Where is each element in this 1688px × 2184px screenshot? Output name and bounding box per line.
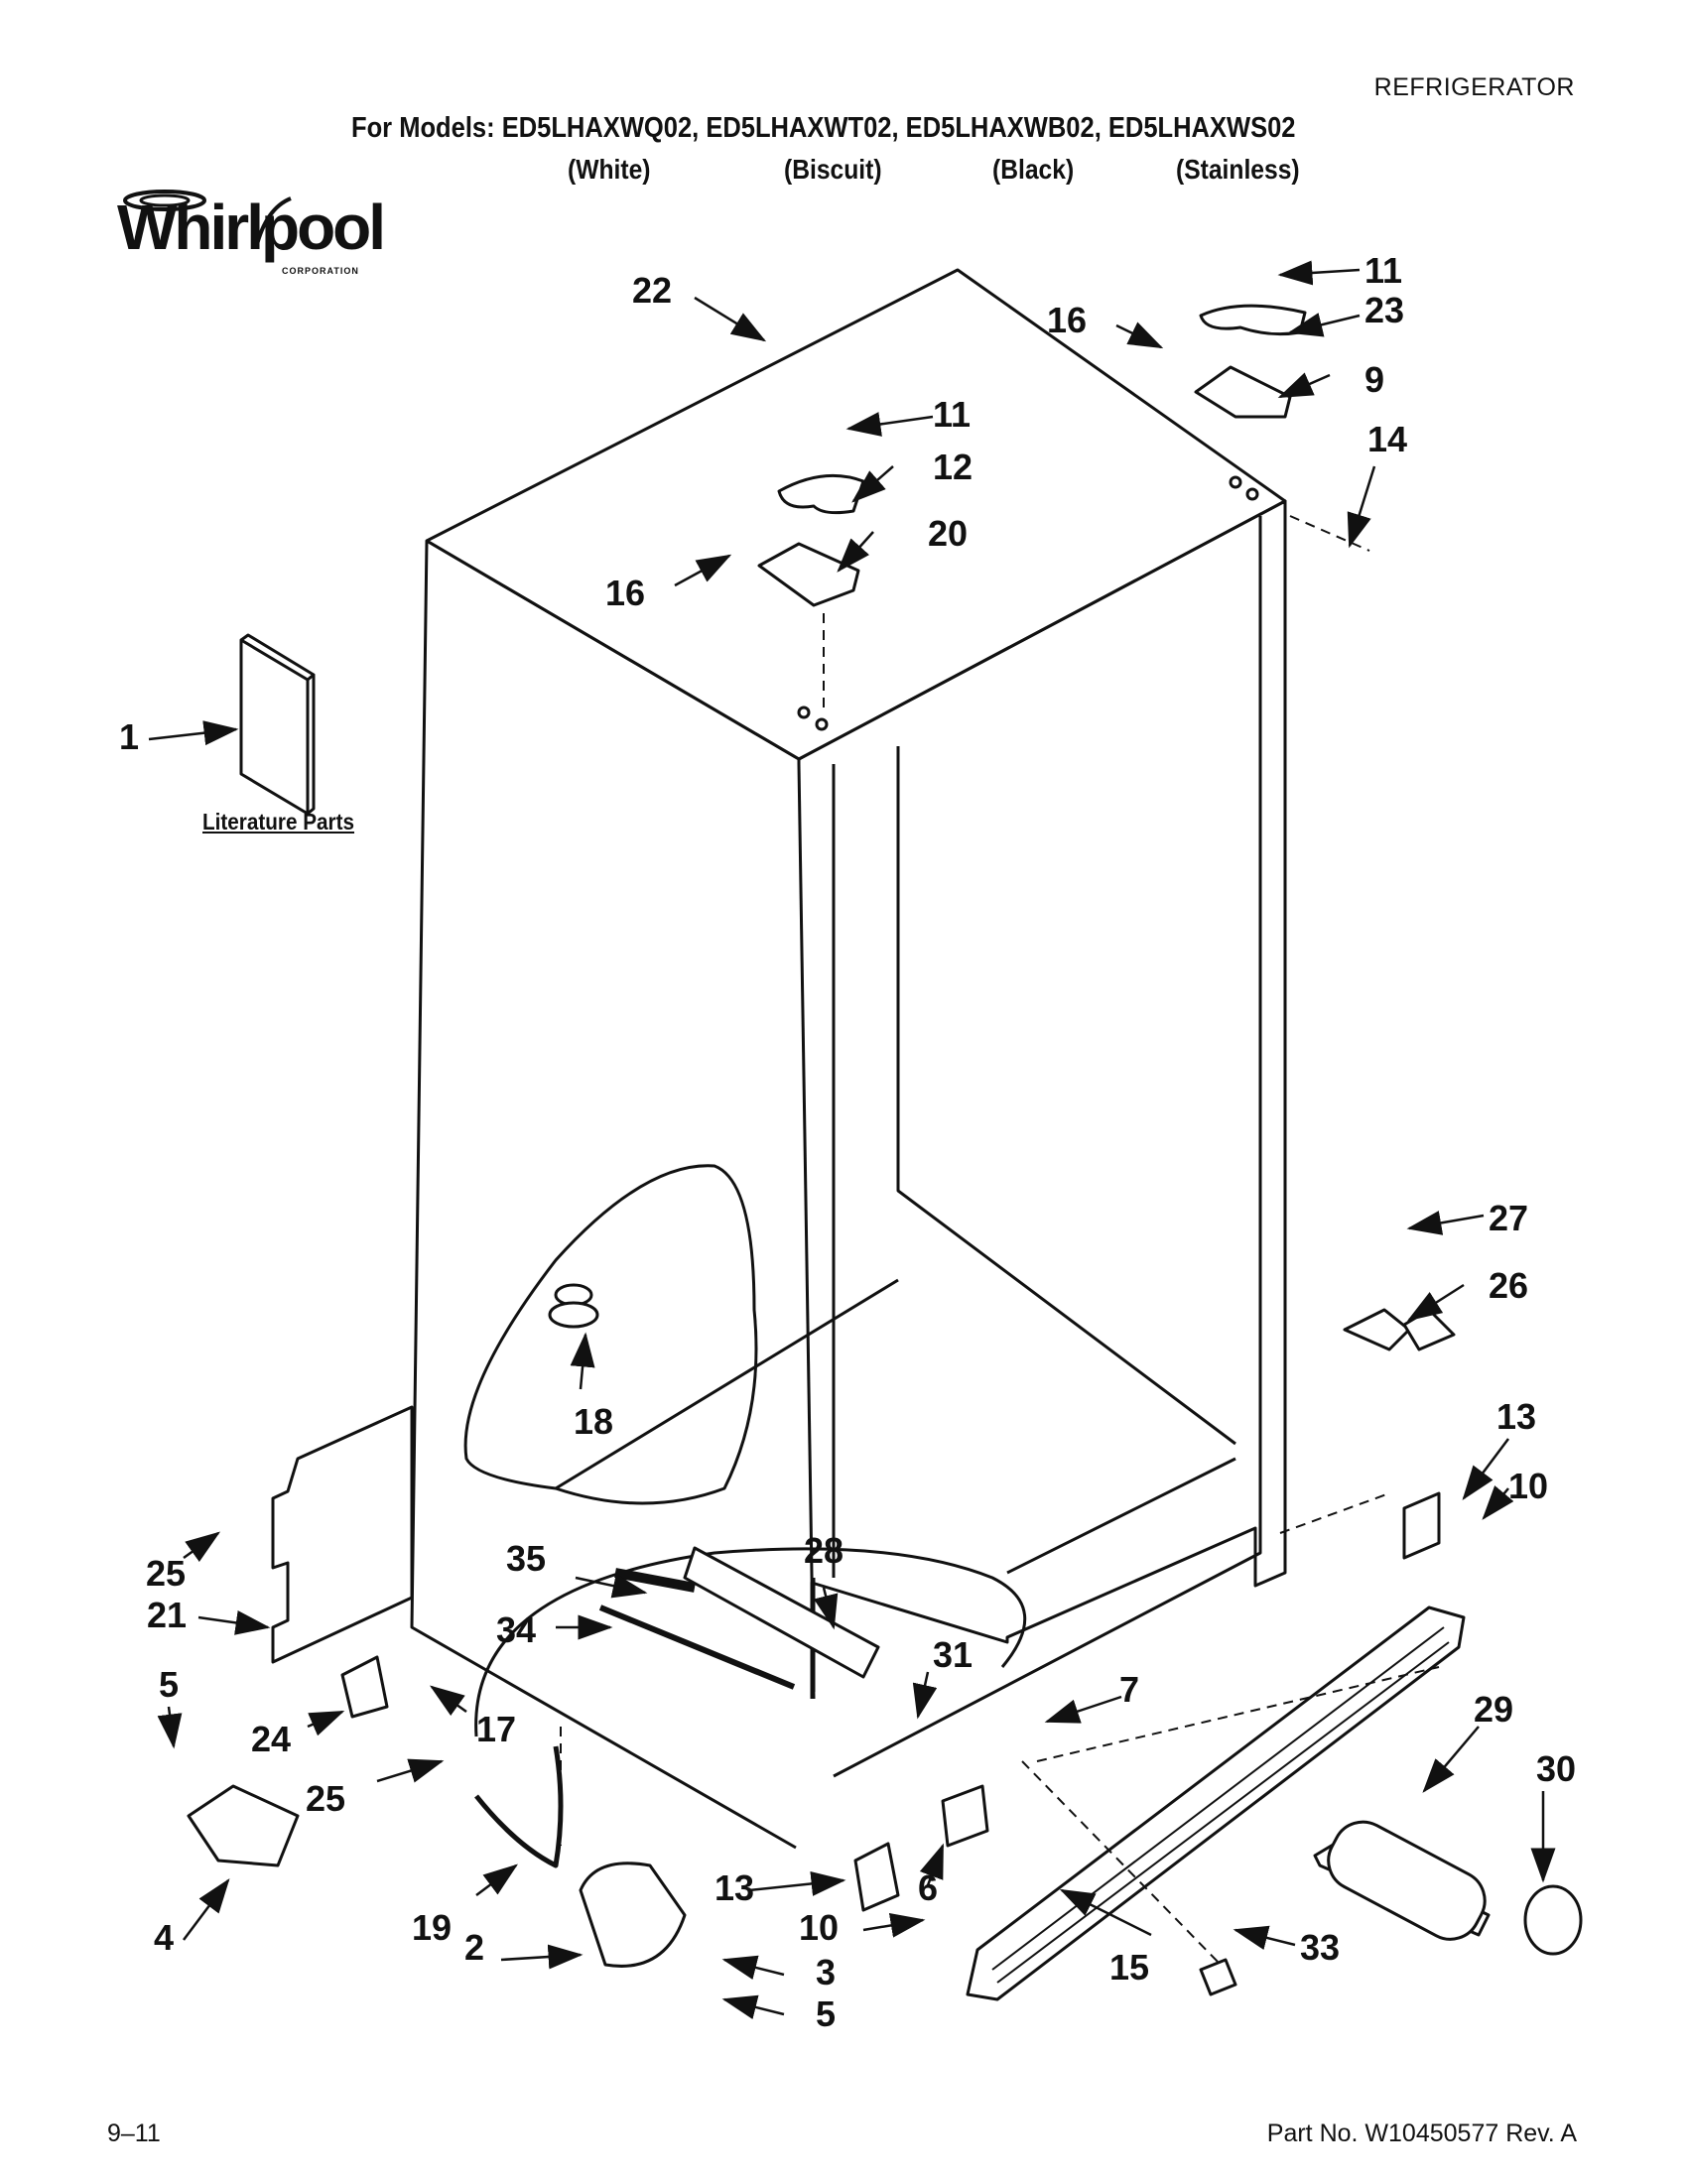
cabinet-left-side: [410, 539, 801, 1850]
callout-25-top: 25: [146, 1553, 186, 1594]
variant-white: (White): [568, 154, 651, 185]
filter-cap: [1523, 1884, 1583, 1956]
clip-33: [1199, 1958, 1237, 1996]
lower-bracket: [853, 1842, 900, 1912]
callout-27: 27: [1489, 1198, 1528, 1238]
callout-23: 23: [1364, 290, 1404, 330]
callout-11-left: 11: [933, 394, 971, 435]
callout-12: 12: [933, 447, 973, 487]
callout-14: 14: [1367, 419, 1407, 459]
logo-wordmark: Whirlpool: [117, 192, 386, 263]
callout-19: 19: [412, 1907, 452, 1948]
callout-28: 28: [804, 1530, 844, 1571]
cabinet-top: [425, 268, 1287, 761]
callout-20: 20: [928, 513, 968, 554]
models-line: For Models: ED5LHAXWQ02, ED5LHAXWT02, ED…: [351, 112, 1296, 144]
callout-31: 31: [933, 1634, 973, 1675]
bracket-6: [941, 1784, 989, 1848]
variant-stainless: (Stainless): [1176, 154, 1300, 185]
tube-35: [614, 1568, 696, 1593]
callout-1: 1: [119, 716, 139, 757]
callout-13-right: 13: [1496, 1396, 1536, 1437]
top-hinge-right: [1194, 365, 1292, 419]
callout-9: 9: [1364, 359, 1384, 400]
callout-5-left: 5: [159, 1664, 179, 1705]
callout-10-right: 10: [1508, 1466, 1548, 1506]
callout-24: 24: [251, 1719, 291, 1759]
callout-22: 22: [632, 270, 672, 311]
callout-6: 6: [918, 1867, 938, 1908]
callout-26: 26: [1489, 1265, 1528, 1306]
whirlpool-logo: Whirlpool CORPORATION: [107, 179, 386, 288]
top-hinge-cover-left: [777, 473, 865, 515]
water-filter-housing: [683, 1546, 880, 1679]
variant-black: (Black): [992, 154, 1075, 185]
cabinet-cutaway: [463, 1164, 758, 1505]
cabinet-front-frame: [798, 499, 1287, 1699]
callout-18: 18: [574, 1401, 613, 1442]
callout-33: 33: [1300, 1927, 1340, 1968]
literature-booklet: [239, 633, 316, 816]
callout-17: 17: [476, 1709, 516, 1749]
logo-corporation: CORPORATION: [282, 266, 359, 276]
callout-29: 29: [1474, 1689, 1513, 1730]
callout-15: 15: [1109, 1947, 1149, 1988]
callout-7: 7: [1119, 1669, 1139, 1710]
callout-13-bottom: 13: [714, 1867, 754, 1908]
drain-tube: [474, 1745, 564, 1868]
access-cover: [271, 1405, 414, 1664]
top-hinge-left: [757, 542, 860, 607]
date-code: 9–11: [107, 2120, 161, 2147]
leveling-assembly-left: [187, 1784, 300, 1867]
clip-24: [340, 1655, 389, 1719]
callout-5-bottom: 5: [816, 1993, 836, 2034]
callout-30: 30: [1536, 1748, 1576, 1789]
tube-34: [598, 1605, 796, 1690]
callout-2: 2: [464, 1927, 484, 1968]
literature-parts-label: Literature Parts: [202, 809, 355, 835]
lower-hinge-bracket: [1402, 1491, 1441, 1560]
callout-10-bottom: 10: [799, 1907, 839, 1948]
callout-21: 21: [147, 1595, 187, 1635]
callout-35: 35: [506, 1538, 546, 1579]
category-label: REFRIGERATOR: [1373, 73, 1575, 101]
callout-4: 4: [154, 1917, 174, 1958]
callout-16-left: 16: [605, 573, 645, 613]
callout-3: 3: [816, 1952, 836, 1992]
door-stop: [1343, 1308, 1411, 1351]
callout-11-right: 11: [1364, 250, 1402, 291]
part-number: Part No. W10450577 Rev. A: [1266, 2120, 1577, 2147]
callout-25-bottom: 25: [306, 1778, 345, 1819]
top-hinge-cover-right: [1199, 304, 1307, 336]
mount-26: [1402, 1308, 1456, 1351]
variant-biscuit: (Biscuit): [784, 154, 882, 185]
leveling-assembly-right: [579, 1862, 687, 1968]
callout-16-right: 16: [1047, 300, 1087, 340]
swirl-icon: [123, 190, 292, 249]
callout-34: 34: [496, 1609, 536, 1650]
